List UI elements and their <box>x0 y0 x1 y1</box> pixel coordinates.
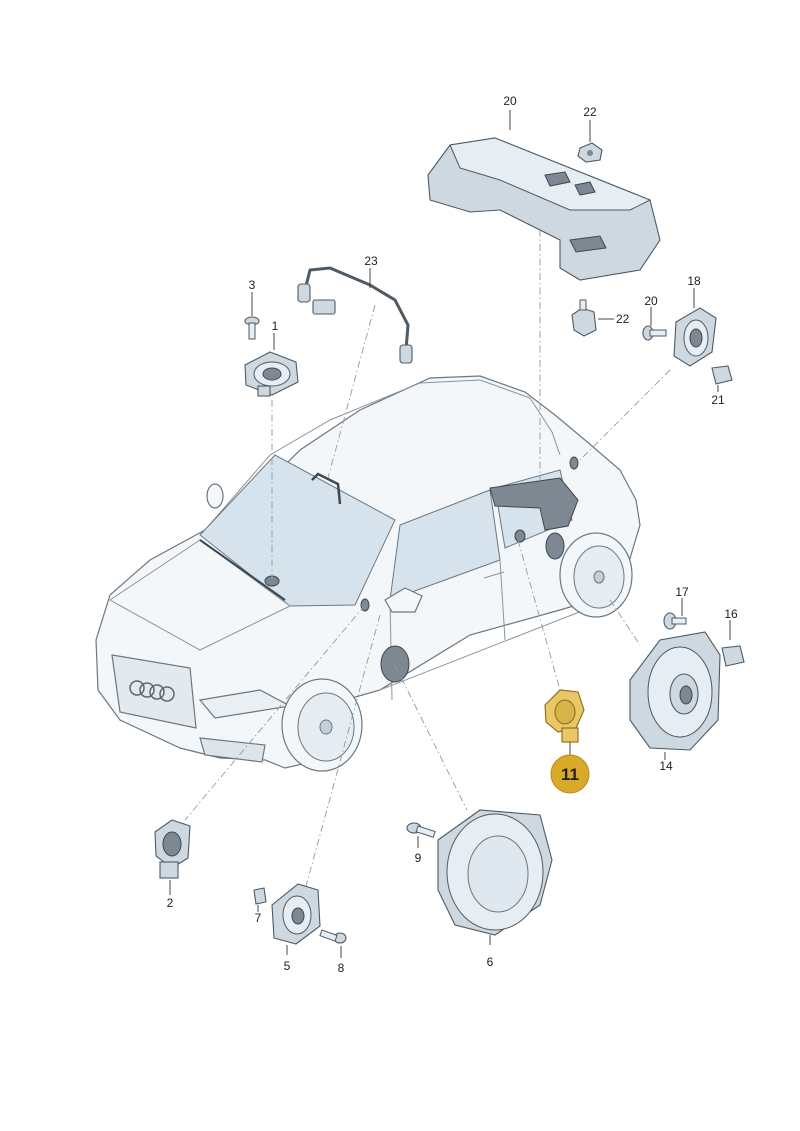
callout-22-label[interactable]: 22 <box>616 312 630 326</box>
part-12-speaker <box>629 631 721 751</box>
part-2-sensor <box>154 819 191 879</box>
car-illustration <box>95 375 641 772</box>
callout-1-label[interactable]: 1 <box>272 319 279 333</box>
part-14-screw <box>663 612 687 630</box>
callout-5-label[interactable]: 5 <box>284 959 291 973</box>
callout-leaders <box>169 110 731 958</box>
part-9-screw <box>406 822 436 838</box>
callout-2-label[interactable]: 2 <box>167 896 174 910</box>
part-13-clip <box>721 645 745 667</box>
part-3-screw <box>244 316 260 340</box>
callout-20-label[interactable]: 20 <box>503 94 517 108</box>
callout-3-label[interactable]: 3 <box>249 278 256 292</box>
callout-labels: 20 22 23 3 1 18 20 22 21 17 16 14 9 6 2 … <box>167 94 738 975</box>
leader-lines <box>184 215 671 891</box>
callout-11-badge[interactable]: 11 <box>550 754 590 794</box>
callout-18-label[interactable]: 21 <box>711 393 725 407</box>
part-6-speaker <box>437 809 553 936</box>
callout-6-label[interactable]: 6 <box>487 955 494 969</box>
callout-11-label: 11 <box>561 765 579 784</box>
rear-wheel <box>559 532 633 618</box>
part-23-cable <box>297 266 413 364</box>
front-wheel <box>281 678 363 772</box>
callout-23-label[interactable]: 23 <box>364 254 378 268</box>
part-22-bolt <box>571 299 597 337</box>
part-17-screw <box>642 325 667 341</box>
callout-12-label[interactable]: 14 <box>659 759 673 773</box>
callout-8-label[interactable]: 8 <box>338 961 345 975</box>
part-8-screw <box>319 929 347 944</box>
callout-9-label[interactable]: 9 <box>415 851 422 865</box>
callout-21-label[interactable]: 22 <box>583 105 597 119</box>
callout-16-label[interactable]: 18 <box>687 274 701 288</box>
callout-14-label[interactable]: 17 <box>675 585 689 599</box>
part-7-clip <box>253 887 267 905</box>
audi-rings-icon <box>129 680 175 702</box>
callout-17-label[interactable]: 20 <box>644 294 658 308</box>
callout-7-label[interactable]: 7 <box>255 911 262 925</box>
part-11-highlighted-component <box>544 689 585 743</box>
part-16-speaker <box>673 307 717 367</box>
part-18-clip <box>711 365 733 385</box>
part-5-speaker <box>271 883 321 945</box>
part-21-nut <box>577 142 603 163</box>
part-1-tweeter <box>244 351 299 397</box>
callout-13-label[interactable]: 16 <box>724 607 738 621</box>
part-20-amplifier <box>427 137 661 281</box>
